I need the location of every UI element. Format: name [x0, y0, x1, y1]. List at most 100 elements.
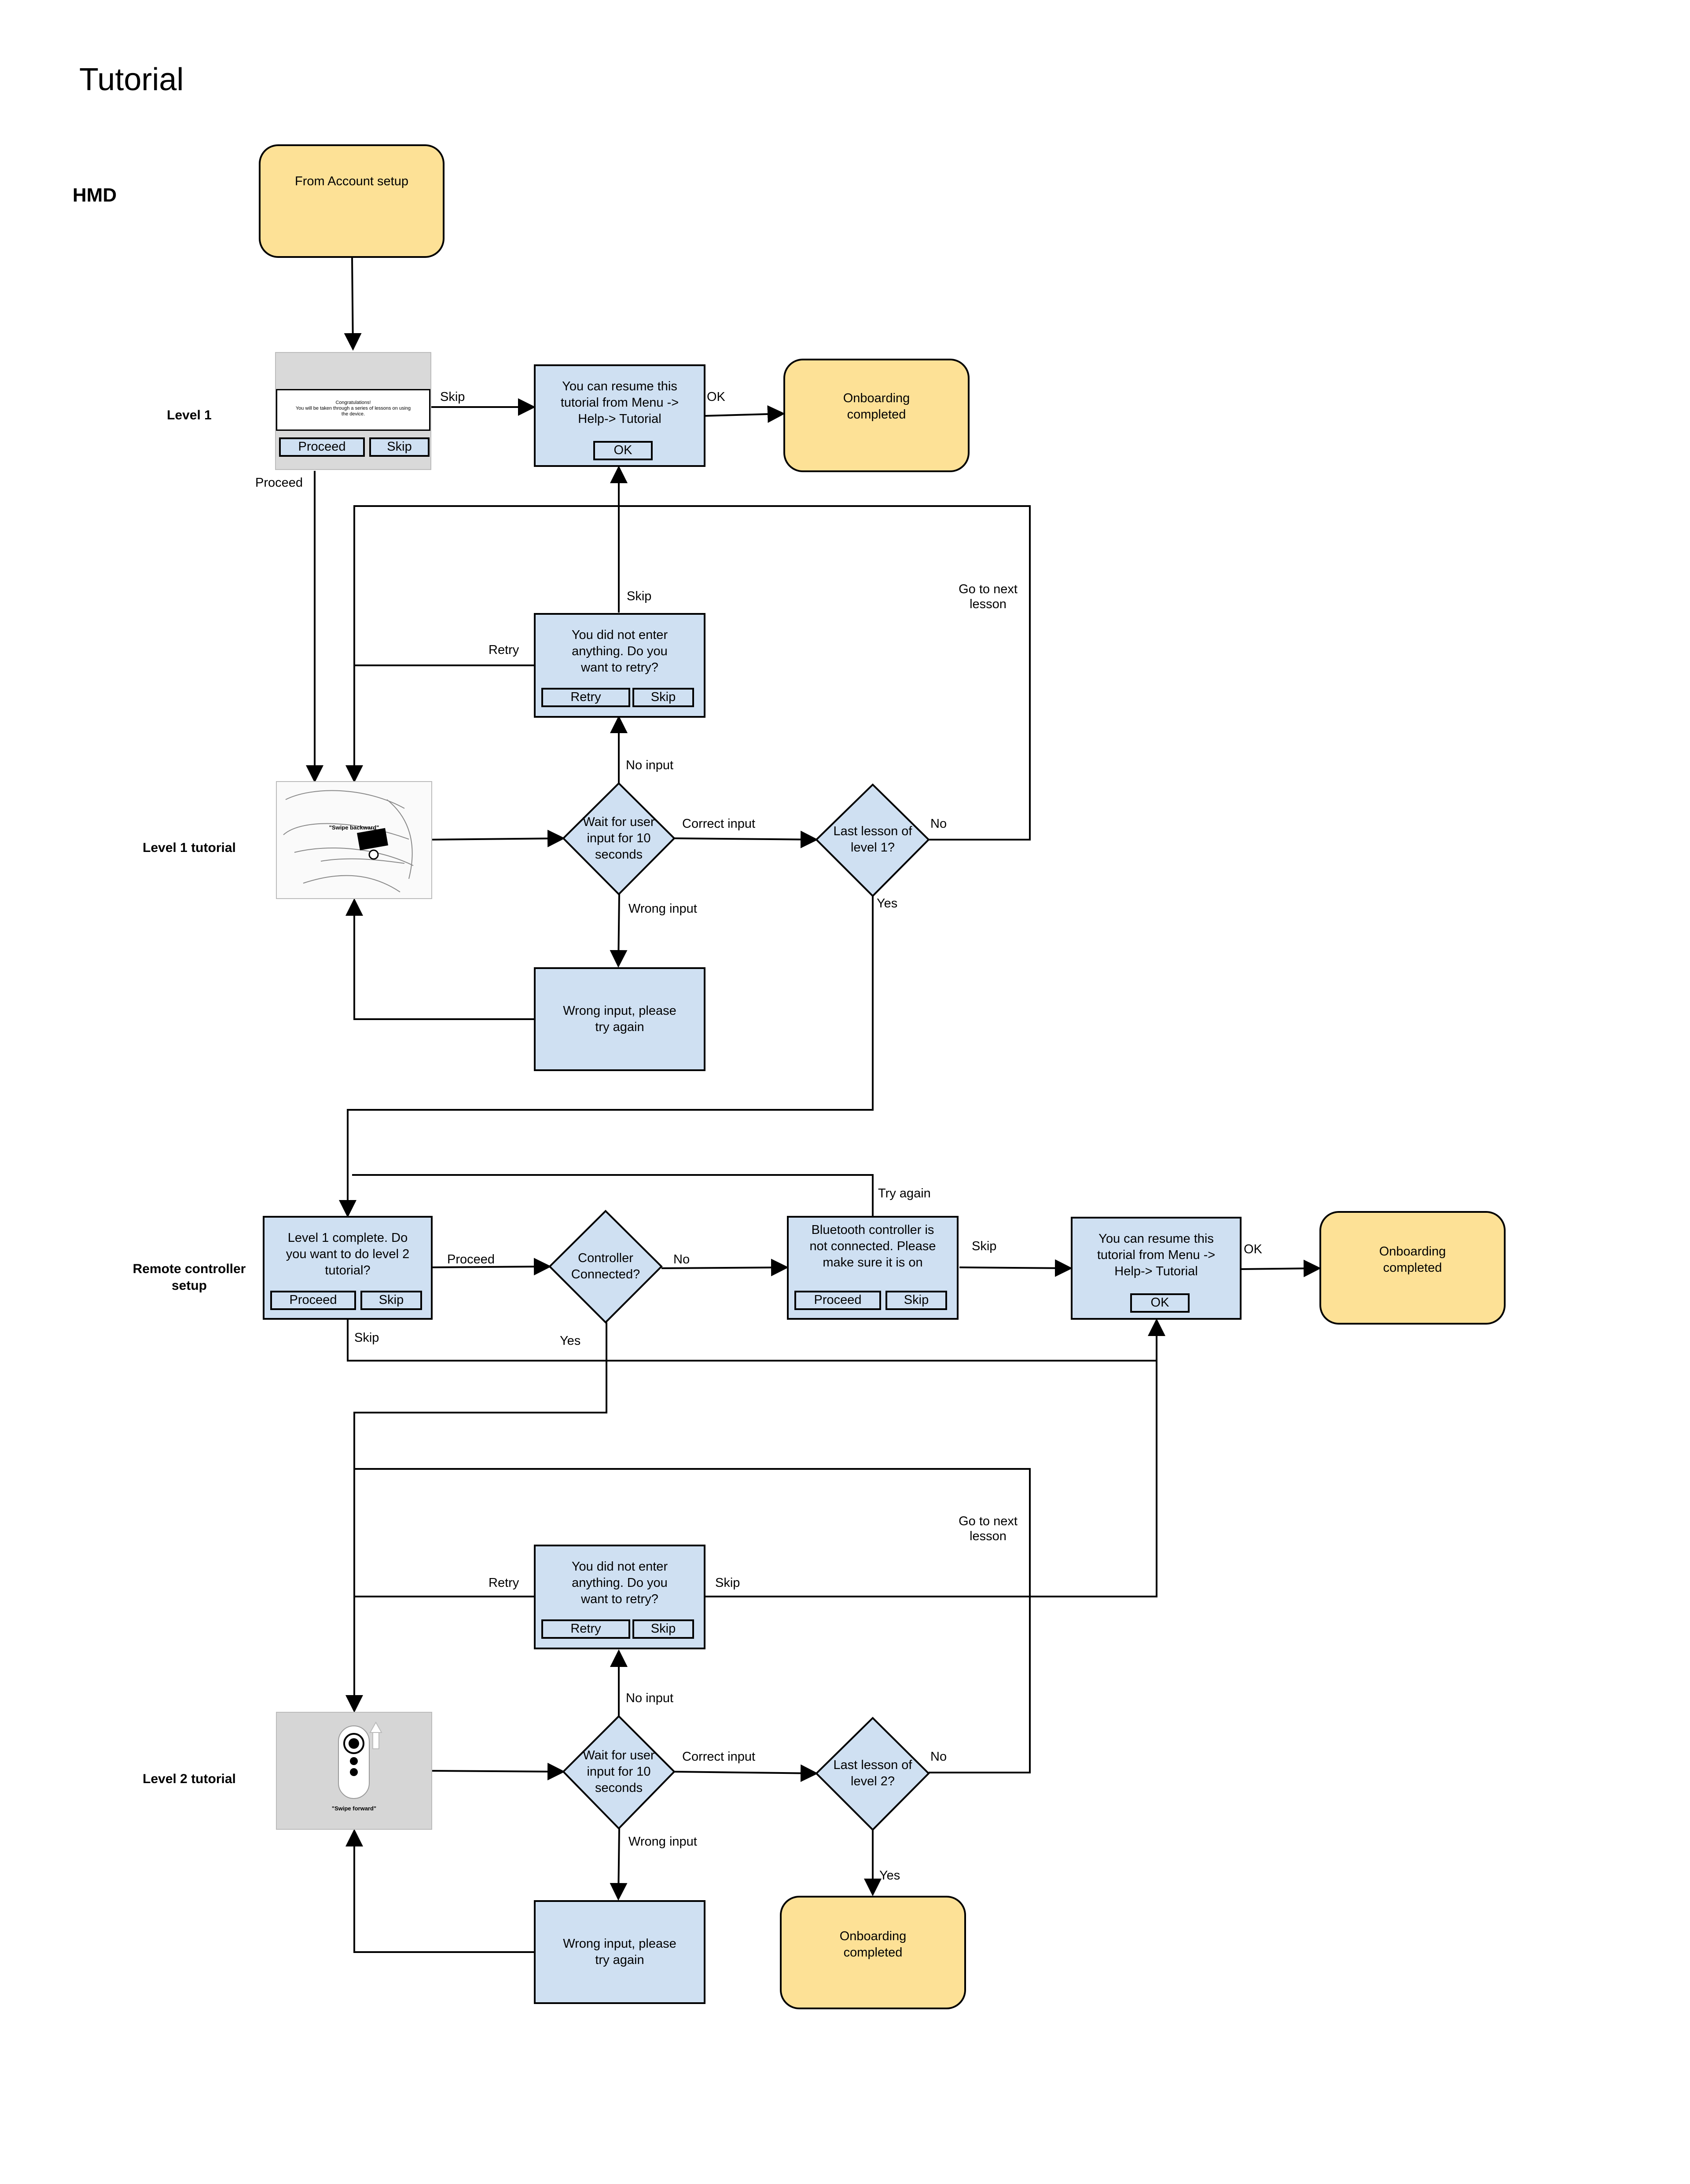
- decision-wait-input-2: [562, 1715, 676, 1830]
- lane-remote-controller-setup: Remote controller setup: [132, 1262, 246, 1293]
- edge-label-try-again: Try again: [878, 1186, 931, 1200]
- page-title: Tutorial: [79, 62, 184, 97]
- headset-sketch-image: [283, 790, 414, 892]
- last-lesson-2-text: Last lesson of level 2?: [833, 1758, 912, 1788]
- level1-complete-text: Level 1 complete. Do you want to do leve…: [286, 1231, 410, 1277]
- edge-label-correct-input: Correct input: [682, 817, 756, 831]
- edge-proceed-to-controller: [432, 1258, 551, 1276]
- edge-next-lesson-1: [345, 505, 1031, 841]
- controller-image: [338, 1721, 382, 1799]
- start-terminal: From Account setup: [259, 144, 445, 258]
- edge-label-skip: Skip: [354, 1331, 379, 1345]
- edge-resume1-ok: [705, 405, 785, 423]
- edge-label-go-next-lesson: Go to next lesson: [959, 1514, 1018, 1543]
- skip-button[interactable]: Skip: [885, 1291, 947, 1310]
- skip-button[interactable]: Skip: [360, 1291, 422, 1310]
- wrong-input-box-2: Wrong input, please try again: [534, 1900, 705, 2004]
- skip-button[interactable]: Skip: [632, 1619, 694, 1639]
- edge-label-retry: Retry: [489, 643, 519, 657]
- edge-wrongbox-back-1: [345, 898, 534, 1020]
- edge-wrong-2: [610, 1828, 628, 1901]
- proceed-button[interactable]: Proceed: [794, 1291, 881, 1310]
- ok-button[interactable]: OK: [1130, 1293, 1190, 1313]
- edge-label-proceed: Proceed: [255, 476, 303, 490]
- decision-last-lesson-2: [815, 1717, 930, 1831]
- swipe-backward-caption: "Swipe backward": [329, 824, 379, 831]
- skip-button[interactable]: Skip: [369, 437, 430, 457]
- proceed-button[interactable]: Proceed: [279, 437, 365, 457]
- edge-start-to-level1: [344, 257, 362, 351]
- resume-tutorial-text: You can resume this tutorial from Menu -…: [560, 379, 679, 426]
- lane-level1: Level 1: [167, 408, 212, 422]
- wrong-input-box-1: Wrong input, please try again: [534, 967, 705, 1071]
- level1-complete-dialog: Level 1 complete. Do you want to do leve…: [263, 1216, 433, 1320]
- edge-label-go-next-lesson: Go to next lesson: [959, 582, 1018, 611]
- lane-level1-tutorial: Level 1 tutorial: [143, 841, 236, 855]
- resume-tutorial-box-2: You can resume this tutorial from Menu -…: [1071, 1217, 1242, 1320]
- edge-bt-skip: [959, 1259, 1073, 1277]
- onboarding-completed-text: Onboarding completed: [1379, 1244, 1446, 1275]
- edge-last1-yes: [339, 896, 874, 1218]
- no-input-text: You did not enter anything. Do you want …: [571, 628, 668, 675]
- onboarding-completed-1: Onboarding completed: [783, 359, 970, 472]
- level2-tutorial-screen: "Swipe forward": [276, 1712, 432, 1830]
- edge-label-no: No: [673, 1252, 690, 1266]
- edge-label-no: No: [930, 817, 947, 831]
- bt-not-connected-text: Bluetooth controller is not connected. P…: [809, 1223, 936, 1270]
- edge-try-again: [352, 1174, 874, 1225]
- edge-wrong-1: [610, 894, 628, 968]
- edge-controller-no: [661, 1259, 789, 1277]
- no-input-dialog-2: You did not enter anything. Do you want …: [534, 1545, 705, 1649]
- edge-tutorial2-to-wait: [431, 1762, 565, 1780]
- edge-label-yes: Yes: [879, 1868, 900, 1883]
- level1-tutorial-screen: "Swipe backward": [276, 781, 432, 899]
- onboarding-completed-text: Onboarding completed: [843, 391, 910, 422]
- congrats-dialog: Congratulations! You will be taken throu…: [276, 389, 430, 431]
- edge-label-retry: Retry: [489, 1576, 519, 1590]
- edge-label-no-input: No input: [626, 1691, 674, 1705]
- edge-correct-1: [674, 830, 818, 848]
- congrats-title: Congratulations!: [335, 400, 371, 405]
- edge-tutorial1-to-wait: [431, 830, 565, 848]
- wrong-input-text: Wrong input, please try again: [563, 1937, 676, 1967]
- decision-controller-connected: [548, 1210, 663, 1324]
- ok-button[interactable]: OK: [593, 441, 653, 460]
- wait-input-2-text: Wait for user input for 10 seconds: [583, 1748, 655, 1795]
- edge-label-correct-input: Correct input: [682, 1750, 756, 1764]
- controller-connected-text: Controller Connected?: [571, 1251, 640, 1281]
- edge-label-wrong-input: Wrong input: [628, 1835, 697, 1849]
- edge-label-skip: Skip: [627, 589, 652, 603]
- edge-label-yes: Yes: [877, 896, 898, 910]
- resume-tutorial-text: You can resume this tutorial from Menu -…: [1097, 1232, 1216, 1278]
- skip-button[interactable]: Skip: [632, 688, 694, 707]
- onboarding-completed-2: Onboarding completed: [1319, 1211, 1506, 1325]
- wrong-input-text: Wrong input, please try again: [563, 1004, 676, 1034]
- edge-label-ok: OK: [1244, 1242, 1262, 1256]
- edge-label-skip: Skip: [440, 390, 465, 404]
- no-input-text: You did not enter anything. Do you want …: [571, 1560, 668, 1606]
- congrats-body: You will be taken through a series of le…: [295, 406, 411, 417]
- retry-button[interactable]: Retry: [541, 688, 630, 707]
- decision-wait-input-1: [562, 782, 676, 896]
- edge-resume2-ok: [1241, 1259, 1321, 1277]
- bt-not-connected-dialog: Bluetooth controller is not connected. P…: [787, 1216, 959, 1320]
- edge-skip2-to-resume2: [705, 1320, 1157, 1597]
- level1-screen: Congratulations! You will be taken throu…: [275, 352, 431, 470]
- edge-label-wrong-input: Wrong input: [628, 902, 697, 916]
- retry-button[interactable]: Retry: [541, 1619, 630, 1639]
- edge-wrongbox-back-2: [345, 1829, 534, 1953]
- edge-level1complete-skip: [347, 1318, 1165, 1362]
- onboarding-completed-text: Onboarding completed: [839, 1929, 907, 1960]
- edge-correct-2: [674, 1764, 818, 1782]
- decision-last-lesson-1: [815, 783, 930, 897]
- proceed-button[interactable]: Proceed: [270, 1291, 356, 1310]
- lane-level2-tutorial: Level 2 tutorial: [143, 1772, 236, 1786]
- resume-tutorial-box-1: You can resume this tutorial from Menu -…: [534, 364, 705, 467]
- edge-controller-yes: [345, 1322, 607, 1713]
- edge-label-skip: Skip: [715, 1576, 740, 1590]
- edge-label-no: No: [930, 1750, 947, 1764]
- edge-label-ok: OK: [707, 390, 725, 404]
- swipe-forward-caption: "Swipe forward": [331, 1805, 377, 1812]
- lane-hmd: HMD: [72, 184, 117, 206]
